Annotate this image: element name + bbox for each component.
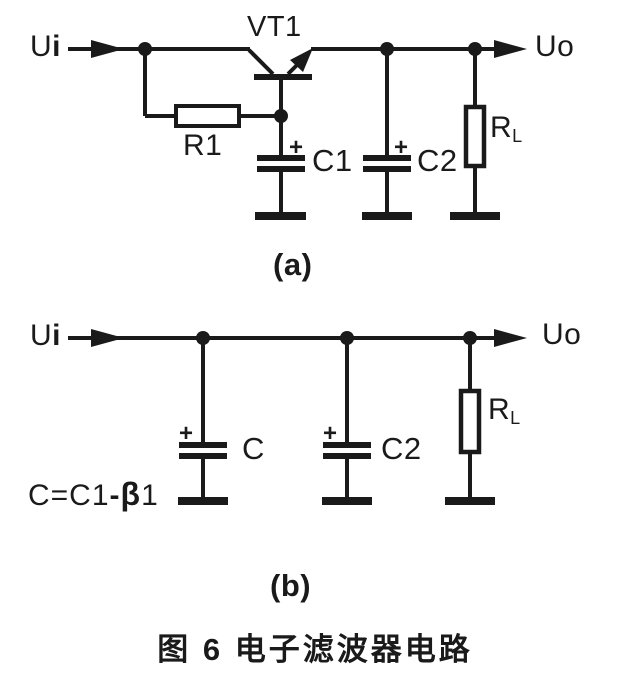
capacitor-c2b-symbol (322, 338, 372, 505)
label-c-b: C (242, 431, 265, 466)
arrow-right-icon (91, 329, 124, 347)
rl-a-sub: L (512, 126, 523, 147)
label-c2-b: C2 (381, 431, 422, 466)
circuit-b-graphics (68, 329, 527, 505)
transistor-vt1-symbol (247, 48, 313, 116)
uo-a-o: o (557, 30, 575, 63)
ui-a-i: i (52, 30, 62, 63)
label-rl-b: RL (488, 393, 521, 429)
label-rl-a: RL (490, 111, 523, 147)
rlb-body (458, 388, 482, 455)
arrow-right-icon (494, 40, 527, 58)
label-ui-a: Ui (30, 32, 61, 62)
label-c2-a: C2 (417, 143, 458, 178)
formula-rhs: 1 (141, 479, 159, 512)
arrow-right-icon (91, 40, 124, 58)
equivalence-formula: C=C1-β1 (28, 478, 159, 511)
capacitor-c2-symbol (362, 49, 412, 220)
ui-b-u: U (30, 319, 53, 352)
transistor-collector-lead (247, 48, 275, 76)
sublabel-a: (a) (273, 247, 313, 282)
label-ui-b: Ui (30, 321, 61, 351)
circuit-a-graphics (68, 40, 527, 220)
uo-a-u: U (535, 30, 558, 63)
formula-beta: β (120, 476, 142, 512)
capacitor-c-symbol (178, 338, 228, 505)
uo-b-u: U (542, 318, 565, 351)
plus-polarity-c2-b: + (323, 420, 338, 447)
ui-b-i: i (52, 319, 62, 352)
label-vt1: VT1 (247, 11, 302, 43)
capacitor-c1-symbol (255, 116, 306, 220)
ui-a-u: U (30, 30, 53, 63)
label-r1: R1 (183, 129, 223, 162)
formula-operator: - (109, 479, 121, 512)
label-c1: C1 (312, 143, 353, 178)
resistor-r1-symbol (174, 104, 241, 128)
rl-b-sub: L (510, 408, 521, 429)
arrow-right-icon (494, 329, 527, 347)
resistor-rlb-symbol (445, 338, 495, 505)
formula-lhs: C=C1 (28, 479, 110, 512)
figure-caption: 图 6 电子滤波器电路 (157, 632, 473, 667)
label-uo-b: Uo (542, 320, 581, 350)
rl-body (463, 104, 487, 169)
resistor-rl-symbol (450, 49, 500, 220)
rl-b-base: R (488, 393, 511, 426)
sublabel-b: (b) (270, 568, 312, 603)
plus-polarity-c2-a: + (394, 134, 409, 161)
rl-a-base: R (490, 111, 513, 144)
transistor-emitter-arrow-icon (290, 48, 313, 72)
uo-b-o: o (564, 318, 582, 351)
label-uo-a: Uo (535, 32, 574, 62)
plus-polarity-c-b: + (179, 420, 194, 447)
plus-polarity-c1: + (289, 134, 304, 161)
